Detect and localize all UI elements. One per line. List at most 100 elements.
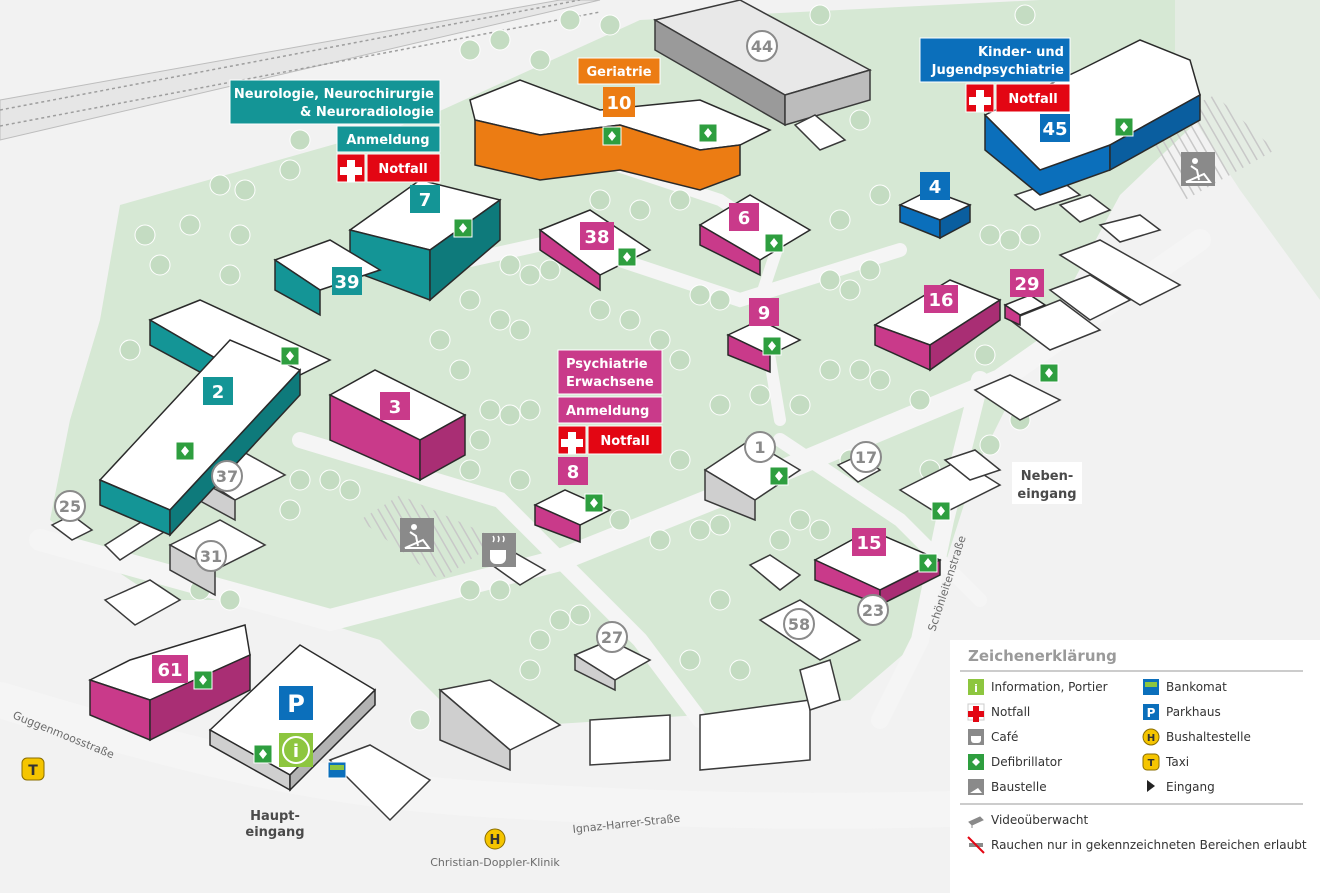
legend-label: Information, Portier — [991, 680, 1108, 694]
building-number-4: 4 — [929, 177, 942, 198]
building-number-3: 3 — [389, 397, 402, 418]
svg-text:T: T — [1148, 758, 1155, 769]
emergency-cross-icon — [340, 160, 362, 182]
svg-text:i: i — [974, 682, 978, 695]
building-number-6: 6 — [738, 208, 751, 229]
legend-item-info: i Information, Portier — [968, 679, 1108, 695]
legend-label: Notfall — [991, 705, 1030, 719]
defibrillator-icon — [453, 218, 473, 238]
bus-stop-name: Christian-Doppler-Klinik — [430, 856, 560, 869]
entrance-arrow-icon — [1147, 780, 1155, 792]
bus-stop-icon[interactable]: H — [484, 828, 506, 850]
kinder-title-line2: Jugendpsychiatrie — [931, 63, 1065, 78]
label-kinder-jugendpsychiatrie[interactable]: Kinder- und Jugendpsychiatrie Notfall 45 — [919, 37, 1071, 142]
bus-letter: H — [490, 833, 501, 848]
defibrillator-icon — [617, 247, 637, 267]
legend-item-parkhaus: P Parkhaus — [1143, 704, 1221, 720]
geriatrie-label: Geriatrie — [586, 65, 651, 80]
info-icon[interactable]: i — [279, 733, 313, 767]
defibrillator-markers[interactable] — [175, 117, 1134, 764]
building-number-45: 45 — [1042, 119, 1067, 140]
legend-label: Baustelle — [991, 780, 1047, 794]
psych-anmeldung-label: Anmeldung — [566, 404, 649, 419]
trees — [119, 4, 1041, 731]
building-numbers-colored[interactable]: 39 2 3 38 6 9 4 16 29 15 61 — [152, 172, 1044, 683]
defibrillator-icon — [193, 670, 213, 690]
legend-label: Parkhaus — [1166, 705, 1221, 719]
taxi-letter: T — [28, 763, 38, 779]
teal-buildings[interactable] — [98, 179, 502, 537]
side-entrance-label[interactable]: Neben- eingang — [1012, 462, 1082, 504]
building-number-2: 2 — [212, 382, 225, 403]
legend-label: Eingang — [1166, 780, 1215, 794]
kinder-title-line1: Kinder- und — [978, 45, 1064, 60]
building-number-8: 8 — [567, 462, 580, 483]
legend-label: Rauchen nur in gekennzeichneten Bereiche… — [991, 838, 1307, 852]
svg-text:H: H — [1147, 733, 1155, 744]
label-neurologie[interactable]: Neurologie, Neurochirurgie & Neuroradiol… — [229, 79, 441, 213]
legend: Zeichenerklärung i Information, Portier … — [950, 640, 1320, 893]
defibrillator-icon — [769, 466, 789, 486]
main-entrance-line1: Haupt- — [250, 809, 300, 824]
legend-item-baustelle: Baustelle — [968, 779, 1047, 795]
svg-text:P: P — [1147, 706, 1156, 720]
legend-label: Café — [991, 730, 1018, 744]
defibrillator-icon — [931, 501, 951, 521]
building-numbers-gray[interactable]: 44 37 31 25 1 17 23 58 27 — [54, 30, 889, 653]
building-number-37: 37 — [216, 467, 238, 486]
neuro-title-line2: & Neuroradiologie — [300, 105, 434, 120]
legend-label: Taxi — [1165, 755, 1189, 769]
side-entrance-line1: Neben- — [1021, 469, 1073, 484]
defibrillator-icon — [918, 553, 938, 573]
psych-title-line2: Erwachsene — [566, 375, 654, 390]
legend-title: Zeichenerklärung — [968, 647, 1117, 665]
legend-item-rauchen: Rauchen nur in gekennzeichneten Bereiche… — [967, 836, 1307, 854]
defibrillator-icon — [764, 233, 784, 253]
legend-item-bushaltestelle: H Bushaltestelle — [1142, 728, 1251, 746]
neuro-anmeldung-label: Anmeldung — [346, 133, 429, 148]
building-number-31: 31 — [200, 547, 222, 566]
defibrillator-icon — [175, 441, 195, 461]
parking-letter: P — [287, 690, 305, 718]
building-number-7: 7 — [419, 190, 432, 211]
building-number-15: 15 — [856, 533, 881, 554]
coffee-icon[interactable] — [482, 533, 516, 567]
camera-icon — [968, 816, 984, 828]
psych-title-line1: Psychiatrie — [566, 357, 648, 372]
building-number-25: 25 — [59, 497, 81, 516]
building-number-23: 23 — [862, 601, 884, 620]
building-number-9: 9 — [758, 303, 771, 324]
emergency-cross-icon — [969, 90, 991, 112]
taxi-icon[interactable]: T — [21, 757, 45, 781]
parking-icon[interactable]: P — [279, 686, 313, 720]
defibrillator-icon — [698, 123, 718, 143]
building-number-16: 16 — [928, 290, 953, 311]
building-number-44: 44 — [751, 37, 773, 56]
side-entrance-line2: eingang — [1017, 487, 1076, 502]
psych-notfall-label: Notfall — [600, 434, 649, 449]
building-number-61: 61 — [157, 660, 182, 681]
info-letter: i — [293, 741, 299, 762]
blue-buildings[interactable] — [898, 39, 1201, 240]
legend-item-cafe: Café — [968, 729, 1018, 745]
construction-icon[interactable] — [400, 518, 434, 552]
building-number-1: 1 — [754, 438, 765, 457]
label-psychiatrie-erwachsene[interactable]: Psychiatrie Erwachsene Anmeldung Notfall… — [557, 349, 663, 485]
defibrillator-icon — [280, 346, 300, 366]
legend-label: Videoüberwacht — [991, 813, 1089, 827]
main-entrance-label[interactable]: Haupt- eingang — [245, 809, 304, 840]
defibrillator-icon — [253, 744, 273, 764]
construction-icon[interactable] — [1181, 152, 1215, 186]
atm-icon[interactable] — [327, 761, 347, 779]
label-geriatrie[interactable]: Geriatrie 10 — [577, 57, 661, 117]
building-number-10: 10 — [606, 93, 631, 114]
emergency-cross-icon — [561, 432, 583, 454]
main-entrance-line2: eingang — [245, 825, 304, 840]
neuro-title-line1: Neurologie, Neurochirurgie — [234, 87, 434, 102]
building-number-38: 38 — [584, 227, 609, 248]
legend-label: Bushaltestelle — [1166, 730, 1251, 744]
building-number-58: 58 — [788, 615, 810, 634]
kinder-notfall-label: Notfall — [1008, 92, 1057, 107]
legend-item-eingang: Eingang — [1147, 780, 1215, 794]
